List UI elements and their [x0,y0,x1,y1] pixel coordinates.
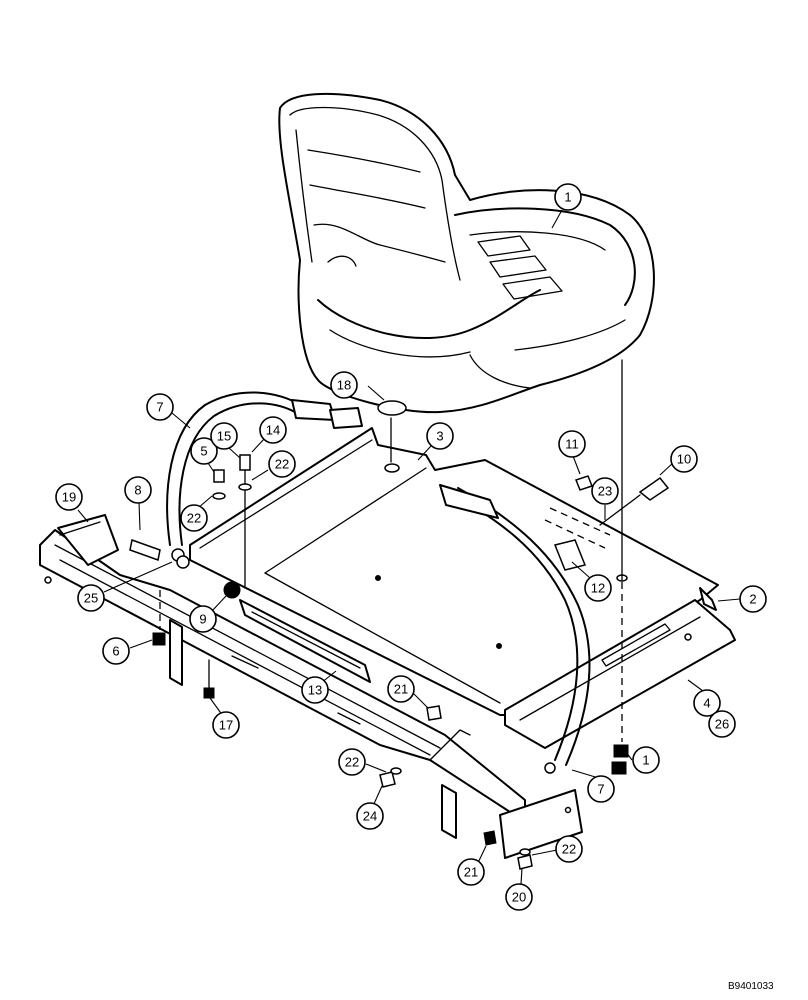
bolt-15 [239,454,251,471]
svg-text:24: 24 [363,809,377,824]
callout-5: 5 [190,437,218,465]
clip-12 [553,539,587,571]
bolt-20 [517,854,533,870]
svg-text:18: 18 [337,378,351,393]
nut-21b [483,830,497,846]
svg-text:15: 15 [217,429,231,444]
svg-text:3: 3 [436,429,443,444]
svg-text:19: 19 [62,490,76,505]
right-rail [504,587,736,749]
callout-14: 14 [259,416,287,444]
callout-6: 6 [102,637,130,665]
nut-6 [152,632,166,646]
callout-7-bottom: 7 [587,775,615,803]
seat [278,92,655,414]
callout-2: 2 [739,585,767,613]
callout-8: 8 [124,476,152,504]
bolt-8 [129,539,161,561]
svg-text:22: 22 [345,755,359,770]
svg-text:1: 1 [642,753,649,768]
nut-11 [575,475,593,491]
svg-text:9: 9 [199,612,206,627]
callout-24: 24 [356,802,384,830]
callout-1-seat: 1 [554,183,582,211]
svg-text:23: 23 [598,484,612,499]
nut-21a [426,705,442,721]
callout-18: 18 [330,371,358,399]
svg-text:7: 7 [156,400,163,415]
svg-text:8: 8 [134,483,141,498]
nut-1a [613,744,629,758]
reference-code: B9401033 [728,981,774,992]
callout-19: 19 [55,483,83,511]
callout-4: 4 [693,689,721,717]
svg-text:10: 10 [677,452,691,467]
svg-text:14: 14 [266,423,280,438]
callout-9: 9 [189,605,217,633]
svg-text:25: 25 [84,591,98,606]
nut-17 [203,687,215,699]
svg-text:22: 22 [275,457,289,472]
callout-13: 13 [301,676,329,704]
svg-text:2: 2 [749,592,756,607]
callout-25: 25 [77,584,105,612]
callout-22-a: 22 [268,450,296,478]
callout-17: 17 [212,711,240,739]
knob-10 [638,476,670,501]
callout-7-top: 7 [146,393,174,421]
callout-22-c: 22 [338,748,366,776]
callout-1-nut: 1 [632,746,660,774]
svg-text:1: 1 [564,190,571,205]
svg-text:6: 6 [112,644,119,659]
callout-21-lower: 21 [457,858,485,886]
svg-text:22: 22 [187,511,201,526]
callout-21-upper: 21 [387,675,415,703]
bolt-24 [379,771,396,788]
callout-20: 20 [505,883,533,911]
callout-22-d: 22 [555,835,583,863]
plug-18 [377,400,407,416]
callout-15: 15 [210,422,238,450]
svg-text:26: 26 [715,717,729,732]
callout-26: 26 [708,710,736,738]
callout-10: 10 [670,445,698,473]
seat-belt [166,391,591,774]
callout-12: 12 [584,574,612,602]
callout-23: 23 [591,477,619,505]
bushing-9 [223,581,241,599]
svg-text:17: 17 [219,718,233,733]
callout-11: 11 [558,430,586,458]
callout-22-b: 22 [180,504,208,532]
callout-3: 3 [426,422,454,450]
bolt-5 [213,469,225,483]
svg-text:22: 22 [562,842,576,857]
svg-text:21: 21 [394,682,408,697]
svg-text:5: 5 [200,444,207,459]
svg-text:13: 13 [308,683,322,698]
svg-text:12: 12 [591,581,605,596]
seat-pan [189,427,719,716]
hardware [129,359,670,870]
svg-text:11: 11 [565,437,579,452]
svg-text:20: 20 [512,890,526,905]
nut-1b [611,761,627,775]
front-frame [39,514,583,859]
svg-text:21: 21 [464,865,478,880]
svg-text:7: 7 [597,782,604,797]
callouts: 1 1 2 3 4 5 6 7 7 8 9 10 11 12 13 14 15 … [55,183,767,911]
svg-text:4: 4 [703,696,710,711]
